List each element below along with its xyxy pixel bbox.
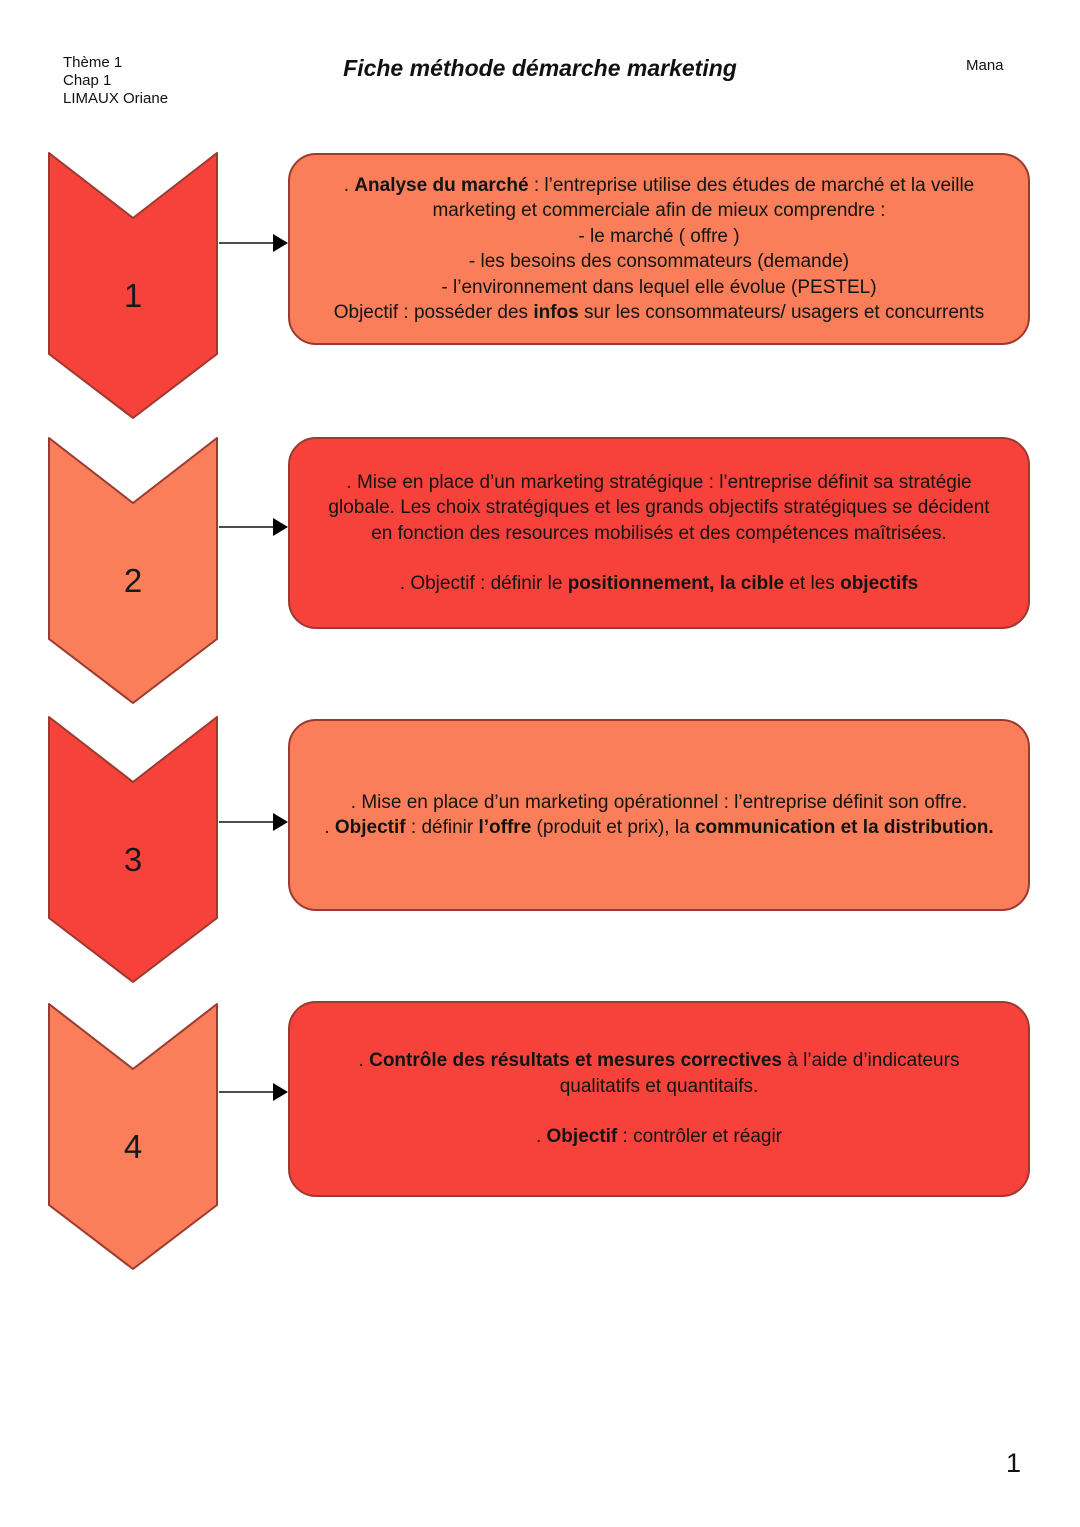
arrow-connector [219, 1091, 276, 1093]
box-paragraph: . Objectif : définir le positionnement, … [399, 573, 919, 594]
chevron-down-icon [48, 1003, 218, 1270]
step-3: 3 . Mise en place d’un marketing opérati… [0, 716, 1080, 988]
step-number: 4 [123, 1128, 143, 1165]
page-number: 1 [1006, 1448, 1022, 1478]
step-number: 1 [123, 277, 143, 314]
arrow-connector [219, 242, 276, 244]
chevron-down-icon [48, 716, 218, 983]
box-paragraph: . Contrôle des résultats et mesures corr… [358, 1050, 960, 1097]
box-paragraph: . Analyse du marché : l’entreprise utili… [343, 174, 975, 222]
header-meta: Thème 1 Chap 1 LIMAUX Oriane [63, 54, 168, 108]
chevron-down-icon [48, 152, 218, 419]
arrow-connector [219, 821, 276, 823]
box-paragraph: . Objectif : définir l’offre (produit et… [324, 817, 994, 838]
step-number: 3 [123, 841, 143, 878]
step-4: 4 . Contrôle des résultats et mesures co… [0, 1001, 1080, 1275]
meta-chapter: Chap 1 [63, 72, 112, 89]
box-paragraph: - les besoins des consommateurs (demande… [468, 251, 850, 272]
step-box: . Contrôle des résultats et mesures corr… [288, 1001, 1030, 1197]
box-paragraph: - le marché ( offre ) [578, 225, 740, 247]
step-box: . Mise en place d’un marketing opération… [288, 719, 1030, 911]
chevron-down-icon [48, 437, 218, 704]
step-2: 2 . Mise en place d’un marketing stratég… [0, 437, 1080, 709]
arrowhead-icon [273, 234, 288, 252]
box-paragraph: . Objectif : contrôler et réagir [535, 1126, 783, 1148]
box-paragraph: - l’environnement dans lequel elle évolu… [441, 276, 877, 298]
step-box: . Mise en place d’un marketing stratégiq… [288, 437, 1030, 629]
step-number: 2 [123, 562, 143, 599]
meta-theme: Thème 1 [63, 54, 123, 71]
arrowhead-icon [273, 1083, 288, 1101]
box-paragraph: . Mise en place d’un marketing opération… [350, 791, 968, 813]
box-paragraph: Objectif : posséder des infos sur les co… [333, 302, 985, 323]
arrow-connector [219, 526, 276, 528]
step-1: 1 . Analyse du marché : l’entreprise uti… [0, 152, 1080, 424]
arrowhead-icon [273, 813, 288, 831]
box-paragraph: . Mise en place d’un marketing stratégiq… [328, 471, 990, 544]
step-box: . Analyse du marché : l’entreprise utili… [288, 153, 1030, 345]
arrowhead-icon [273, 518, 288, 536]
meta-author: LIMAUX Oriane [63, 90, 169, 107]
header-right-label: Mana [966, 57, 1004, 74]
page-title: Fiche méthode démarche marketing [343, 55, 737, 81]
